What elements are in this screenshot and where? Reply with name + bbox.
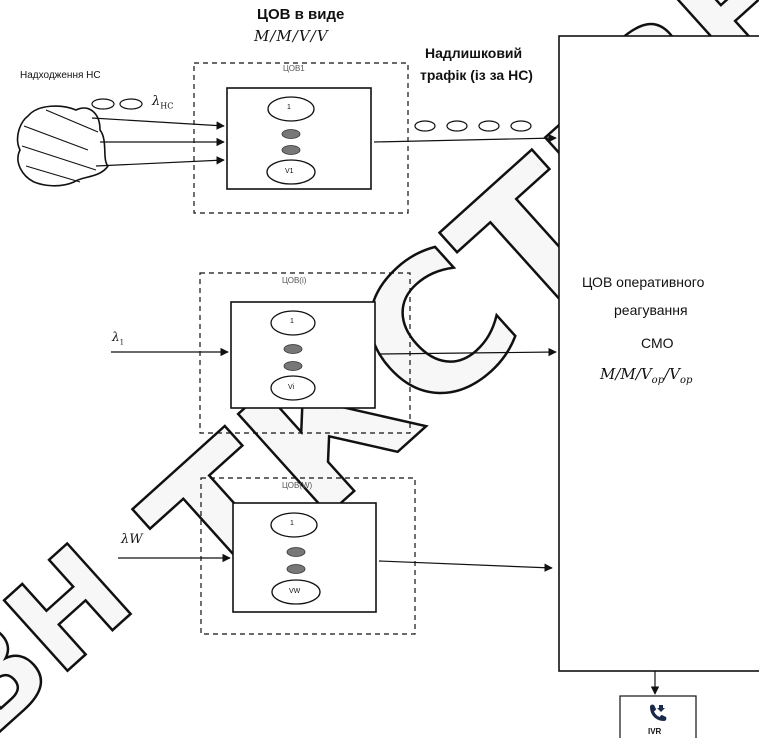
center-i-input-lambda: λ1 [112,330,124,346]
center-i-input-lambda-sub: 1 [120,338,124,346]
center-1-channel-bottom-label: V1 [285,168,294,175]
operational-formula-tail: /V [664,365,680,383]
ivr-label: IVR [648,727,661,736]
center-i-input-lambda-symbol: λ [112,330,120,344]
incoming-lambda-sub: НС [160,102,173,111]
operational-smo: СМО [641,335,674,351]
center-w-input-lambda: λW [121,532,143,547]
operational-formula-main: M/M/V [600,365,652,383]
operational-formula: M/M/Vop/Vop [600,365,692,386]
center-i-channel-bottom-label: Vi [288,384,294,391]
cloud-to-center1-arrows [92,118,224,166]
center-w-channel-top [271,513,317,537]
watermark-text-bottom: ВН [0,516,160,738]
center-1-channel-top [268,97,314,121]
header-title: ЦОВ в виде [257,6,344,23]
center-1-label: ЦОВ1 [283,64,305,73]
operational-title-line1: ЦОВ оперативного [582,274,704,290]
operational-center-box [559,36,759,671]
center-w-channel-bottom-label: VW [289,588,300,595]
center-1-channel-top-label: 1 [287,104,291,111]
center-1 [194,63,408,213]
center-w-channel-top-label: 1 [290,520,294,527]
center-i-label: ЦОВ(i) [282,276,306,285]
operational-formula-sub1: op [652,375,664,386]
center-i-channel-top-label: 1 [290,318,294,325]
incoming-lambda-symbol: λ [152,94,160,109]
incoming-traffic-ovals [92,99,142,109]
operational-formula-sub2: op [680,375,692,386]
excess-label-line1: Надлишковий [425,45,522,61]
header-formula: M/M/V/V [254,27,329,45]
center-w-output-arrow [379,561,552,568]
incoming-lambda: λНС [152,94,173,111]
excess-traffic-ovals [415,121,531,131]
incoming-label: Надходження НС [20,70,101,81]
excess-label-line2: трафік (із за НС) [420,67,533,83]
center-w-label: ЦОВ(W) [282,481,312,490]
operational-title-line2: реагування [614,302,688,318]
